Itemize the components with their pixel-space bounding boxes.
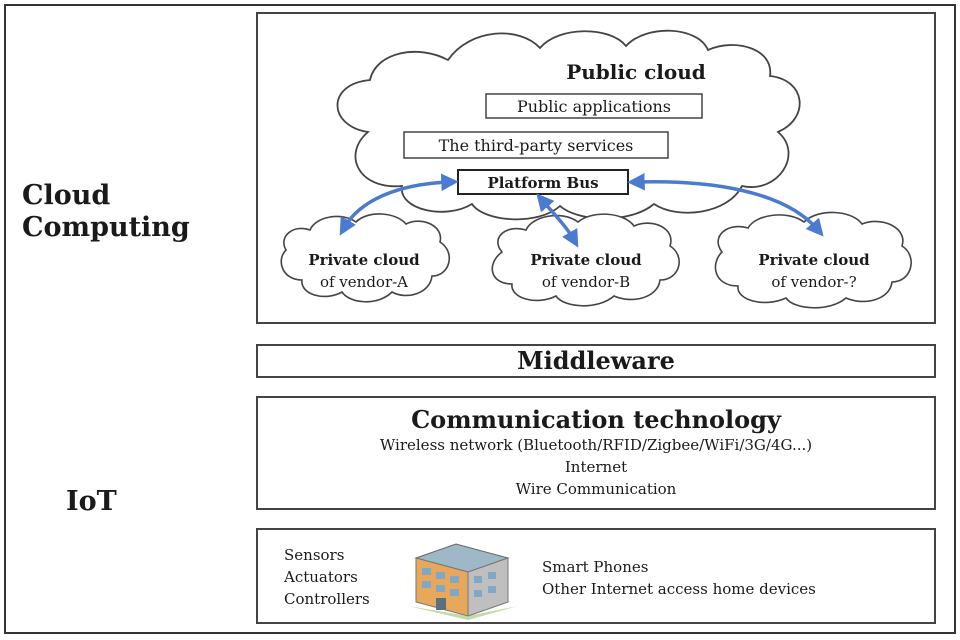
cloud-computing-label: Cloud Computing <box>22 180 190 244</box>
arrow-bus-to-vendor-a <box>339 173 459 236</box>
cloud-computing-label-line1: Cloud <box>22 180 111 211</box>
middleware-panel: Middleware <box>256 344 936 378</box>
device-list-right: Smart Phones Other Internet access home … <box>542 556 816 600</box>
device-home-devices: Other Internet access home devices <box>542 580 816 598</box>
device-actuators: Actuators <box>284 568 358 586</box>
devices-panel: Sensors Actuators Controllers Smart Phon… <box>256 528 936 624</box>
cloud-computing-panel: Public cloud Public applications The thi… <box>256 12 936 324</box>
private-cloud-a-shape <box>280 213 451 303</box>
public-cloud-title: Public cloud <box>566 60 706 84</box>
communication-panel: Communication technology Wireless networ… <box>256 396 936 510</box>
cloud-computing-label-line2: Computing <box>22 212 190 243</box>
private-cloud-unknown-line1: Private cloud <box>758 251 870 269</box>
communication-title: Communication technology <box>411 405 781 434</box>
communication-line-wire: Wire Communication <box>515 480 677 498</box>
communication-line-internet: Internet <box>564 458 628 476</box>
arrow-bus-to-vendor-b <box>536 193 579 248</box>
third-party-services-box <box>403 131 669 159</box>
private-cloud-unknown-line2: of vendor-? <box>771 273 856 291</box>
private-cloud-a-line2: of vendor-A <box>320 273 408 291</box>
arrow-bus-to-vendor-unknown <box>627 173 824 237</box>
platform-bus-label: Platform Bus <box>487 174 598 192</box>
platform-bus-box <box>457 169 629 195</box>
third-party-services-label: The third-party services <box>439 136 634 155</box>
public-cloud-shape <box>336 29 801 221</box>
private-cloud-b-line1: Private cloud <box>530 251 642 269</box>
device-smart-phones: Smart Phones <box>542 558 649 576</box>
building-icon <box>408 543 518 620</box>
private-cloud-a-line1: Private cloud <box>308 251 420 269</box>
public-applications-label: Public applications <box>517 97 671 116</box>
public-applications-box <box>485 93 703 119</box>
private-cloud-b-line2: of vendor-B <box>542 273 630 291</box>
device-controllers: Controllers <box>284 590 370 608</box>
device-list-left: Sensors Actuators Controllers <box>284 544 370 610</box>
iot-label: IoT <box>66 486 117 517</box>
cloud-diagram: Public cloud Public applications The thi… <box>280 29 912 309</box>
device-sensors: Sensors <box>284 546 345 564</box>
communication-line-wireless: Wireless network (Bluetooth/RFID/Zigbee/… <box>379 436 813 454</box>
